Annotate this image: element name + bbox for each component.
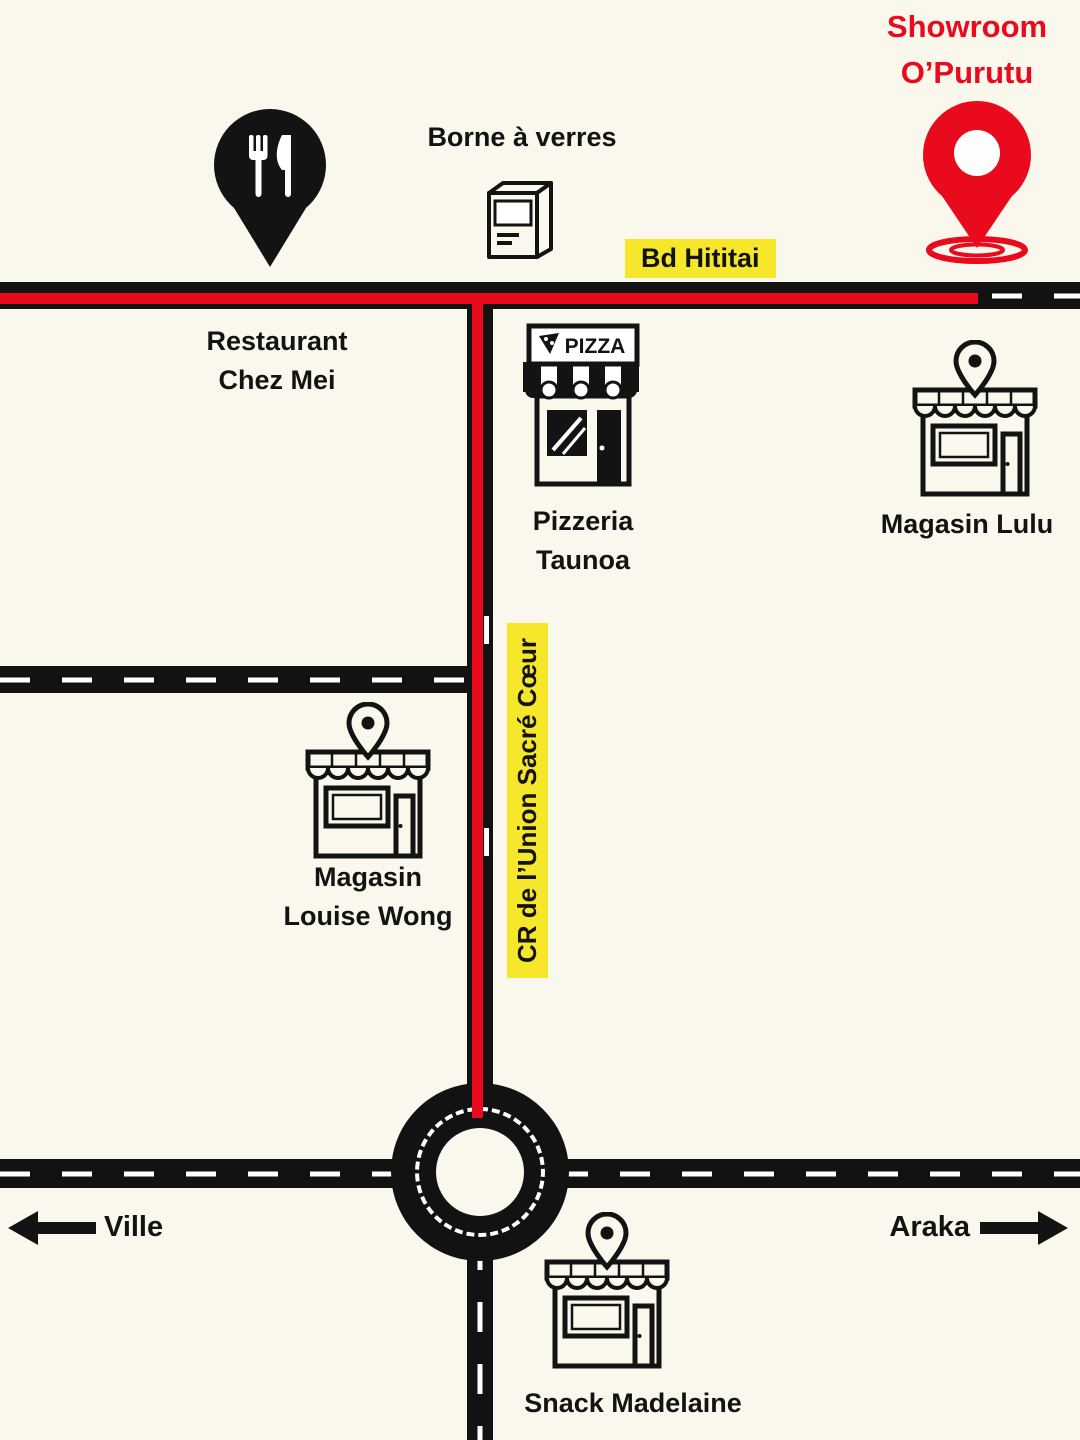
restaurant-pin-icon: [214, 109, 326, 267]
magasin-louise-wong-storefront-icon: [298, 702, 438, 862]
route-line-horizontal: [0, 293, 978, 304]
label-snack-madelaine: Snack Madelaine: [524, 1388, 742, 1418]
label-magasin-louise: Magasin Louise Wong: [238, 858, 498, 936]
pizzeria-storefront-icon: PIZZA: [523, 323, 640, 487]
label-magasin-lulu: Magasin Lulu: [880, 509, 1054, 539]
label-pizzeria-line2: Taunoa: [536, 545, 630, 575]
label-restaurant: Restaurant Chez Mei: [157, 322, 397, 400]
pizza-sign-text: PIZZA: [565, 335, 626, 358]
borne-kiosk-icon: [487, 181, 553, 259]
roundabout: [391, 1083, 569, 1261]
magasin-lulu-storefront-icon: [905, 340, 1045, 500]
road-dash: [484, 828, 489, 856]
label-magasin-louise-line1: Magasin: [313, 862, 423, 892]
arrow-west-icon: [8, 1211, 96, 1245]
destination-title: Showroom O’Purutu: [853, 4, 1080, 96]
road-dash: [484, 616, 489, 644]
route-line-vertical: [472, 293, 483, 1118]
street-label-cr-union-text: CR de l’Union Sacré Cœur: [512, 637, 542, 964]
snack-madelaine-storefront-icon: [537, 1212, 677, 1372]
label-pizzeria-line1: Pizzeria: [532, 506, 634, 536]
label-direction-araka: Araka: [889, 1211, 970, 1243]
label-direction-ville: Ville: [104, 1211, 164, 1243]
street-label-bd-hititai: Bd Hititai: [625, 239, 776, 278]
road-west-side-street: [0, 666, 468, 693]
road-south-of-roundabout: [467, 1240, 493, 1440]
label-borne-a-verres: Borne à verres: [427, 122, 617, 152]
road-center-dashes: [477, 1240, 483, 1440]
destination-title-line2: O’Purutu: [900, 55, 1034, 90]
road-center-dashes: [0, 677, 468, 682]
destination-title-line1: Showroom: [886, 9, 1048, 44]
street-label-cr-union: CR de l’Union Sacré Cœur: [507, 623, 548, 978]
label-restaurant-line1: Restaurant: [206, 326, 348, 356]
arrow-east-icon: [980, 1211, 1068, 1245]
label-pizzeria: Pizzeria Taunoa: [483, 502, 683, 580]
label-restaurant-line2: Chez Mei: [218, 365, 336, 395]
label-magasin-louise-line2: Louise Wong: [283, 901, 453, 931]
showroom-destination-pin-icon: [923, 101, 1031, 264]
roundabout-island: [436, 1128, 524, 1216]
